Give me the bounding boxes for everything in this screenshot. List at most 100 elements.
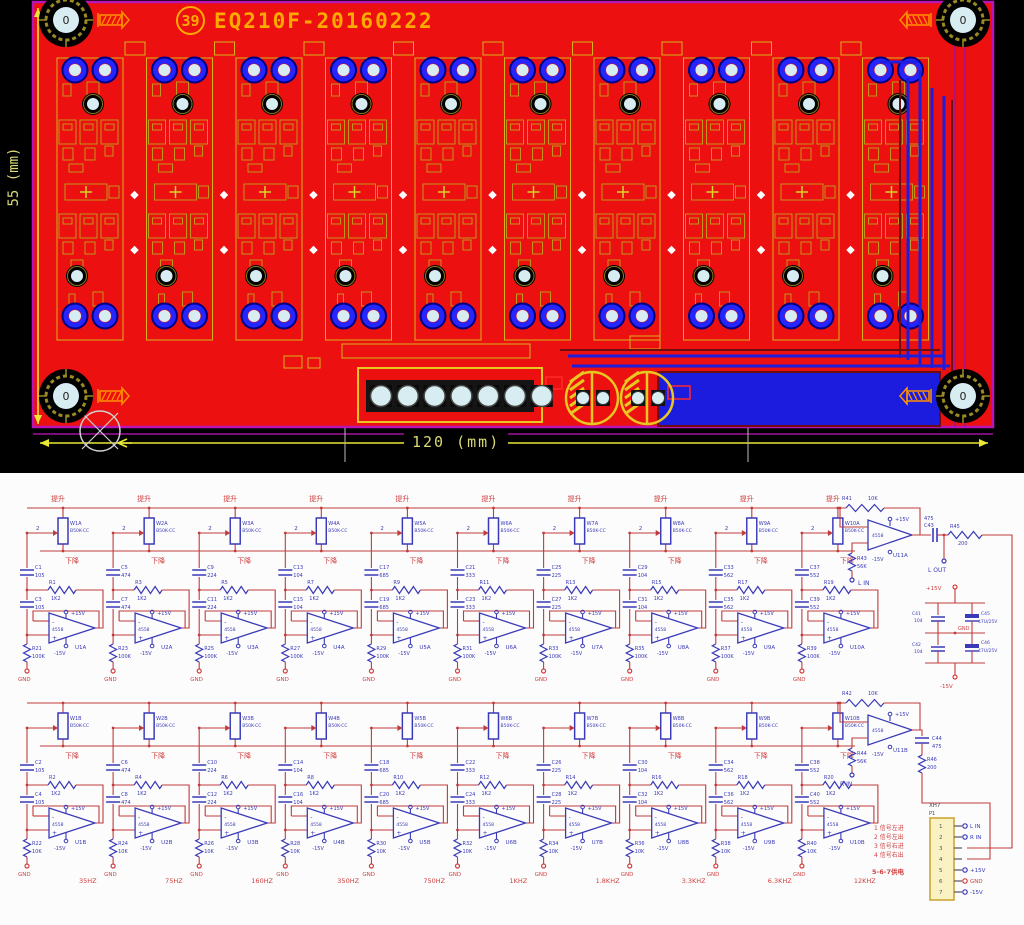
screw-icon (899, 10, 932, 30)
ground-res-refdes: R30 (376, 841, 386, 847)
cap-value: 104 (293, 800, 303, 806)
connector-pin-label: -15V (970, 890, 983, 896)
pot-refdes: W9A (759, 521, 771, 527)
noninverting-input-mark: + (310, 830, 315, 837)
slider-pot[interactable] (57, 712, 69, 740)
slider-pot[interactable] (229, 712, 241, 740)
feedback-res-refdes: R8 (307, 775, 314, 781)
feedback-res-value: 1K2 (223, 596, 233, 602)
input-res-refdes: R44 (857, 751, 867, 757)
slider-pot[interactable] (832, 712, 844, 740)
pot-refdes: W10B (845, 716, 860, 722)
ground-res-refdes: R25 (204, 646, 214, 652)
inverting-input-mark: - (52, 814, 54, 821)
opamp-type: 4558 (138, 627, 150, 633)
slider-pot[interactable] (401, 712, 414, 740)
copper-traces (545, 60, 953, 427)
inverting-input-mark: - (138, 814, 140, 821)
opamp-vminus-label: -15V (571, 846, 583, 852)
connector-pin-number: 7 (939, 890, 943, 896)
opamp-refdes: U6B (506, 840, 518, 846)
slider-pot[interactable] (143, 517, 155, 545)
opamp-vplus-label: +15V (502, 806, 517, 812)
vplus-label: +15V (926, 586, 942, 592)
opamp-type: 4558 (827, 822, 839, 828)
cut-label: 下降 (65, 556, 79, 565)
cap-value: 225 (552, 605, 562, 611)
opamp-refdes: U5B (419, 840, 431, 846)
pot-pin-number: 2 (639, 526, 643, 532)
connector-pin-label: L IN (970, 824, 981, 830)
cap-refdes: C11 (207, 597, 217, 603)
slider-pot[interactable] (487, 712, 500, 740)
slider-pot[interactable] (401, 517, 414, 545)
pcb-channel-strip (414, 56, 482, 341)
slider-pot[interactable] (57, 517, 69, 545)
cap-refdes: C9 (207, 565, 214, 571)
cap-value: 105 (35, 800, 45, 806)
opamp-type: 4558 (741, 627, 753, 633)
cap-refdes: C30 (638, 760, 648, 766)
cap-value: 552 (810, 800, 820, 806)
pot-pin-number: 2 (36, 526, 40, 532)
pot-refdes: W6B (501, 716, 513, 722)
feedback-res-value: 1K2 (568, 596, 578, 602)
eq-band-stage-W2B: W2BB50K-CC下降C6474C8474R41K24558-++15V-15… (104, 701, 190, 885)
cap-refdes: C19 (379, 597, 389, 603)
cut-label: 下降 (323, 751, 337, 760)
noninverting-input-mark: + (310, 635, 315, 642)
gnd-label: GND (707, 677, 720, 683)
cap-value: 333 (466, 768, 476, 774)
inverting-input-mark: - (741, 814, 743, 821)
slider-pot[interactable] (746, 712, 758, 740)
slider-pot[interactable] (573, 712, 586, 740)
connector-pin-number: 3 (939, 846, 943, 852)
noninverting-input-mark: + (138, 830, 143, 837)
out-cap-refdes: C43 (924, 523, 934, 529)
feedback-res-refdes: R9 (393, 580, 400, 586)
connector-note: 4 信号右出 (874, 851, 904, 859)
opamp-vplus-label: +15V (846, 611, 861, 617)
noninverting-input-mark: + (569, 635, 574, 642)
cut-label: 下降 (840, 556, 854, 565)
noninverting-input-mark: + (396, 635, 401, 642)
opamp-vminus-label: -15V (54, 846, 66, 852)
inverting-input-mark: - (396, 619, 398, 626)
slider-pot[interactable] (660, 517, 672, 545)
cap-refdes: C13 (293, 565, 303, 571)
input-res-value: 56K (857, 759, 867, 765)
slider-pot[interactable] (315, 712, 327, 740)
noninverting-input-mark: + (569, 830, 574, 837)
screw-icon (97, 386, 130, 406)
opamp-type: 4558 (741, 822, 753, 828)
feedback-res-refdes: R12 (480, 775, 490, 781)
cap-value: 474 (121, 605, 131, 611)
pot-value: B50K-CC (673, 723, 692, 729)
gnd-label: GND (276, 677, 289, 683)
slider-pot[interactable] (573, 517, 586, 545)
pcb-channel-strip (146, 56, 213, 341)
slider-pot[interactable] (746, 517, 758, 545)
band-frequency-label: 1.8KHZ (596, 877, 620, 885)
mounting-hole: 0 (936, 369, 990, 423)
inverting-input-mark: - (483, 619, 485, 626)
pot-refdes: W2A (156, 521, 168, 527)
cap-refdes: C23 (466, 597, 476, 603)
out-res-refdes: R45 (950, 524, 960, 530)
feedback-res-refdes: R10 (393, 775, 403, 781)
feedback-res-refdes: R5 (221, 580, 228, 586)
slider-pot[interactable] (315, 517, 327, 545)
cap-refdes: C4 (35, 792, 42, 798)
eq-band-stage-W3B: W3BB50K-CC下降C10224C12224R61K24558-++15V-… (190, 701, 276, 885)
gnd-label: GND (621, 872, 634, 878)
boost-label: 提升 (137, 494, 151, 503)
slider-pot[interactable] (143, 712, 155, 740)
slider-pot[interactable] (229, 517, 241, 545)
slider-pot[interactable] (487, 517, 500, 545)
slider-pot[interactable] (660, 712, 672, 740)
opamp-vplus-label: +15V (243, 806, 258, 812)
opamp-type: 4558 (483, 627, 495, 633)
cap-value: 224 (207, 768, 217, 774)
slider-pot[interactable] (832, 517, 844, 545)
feedback-res-value: 1K2 (51, 596, 61, 602)
